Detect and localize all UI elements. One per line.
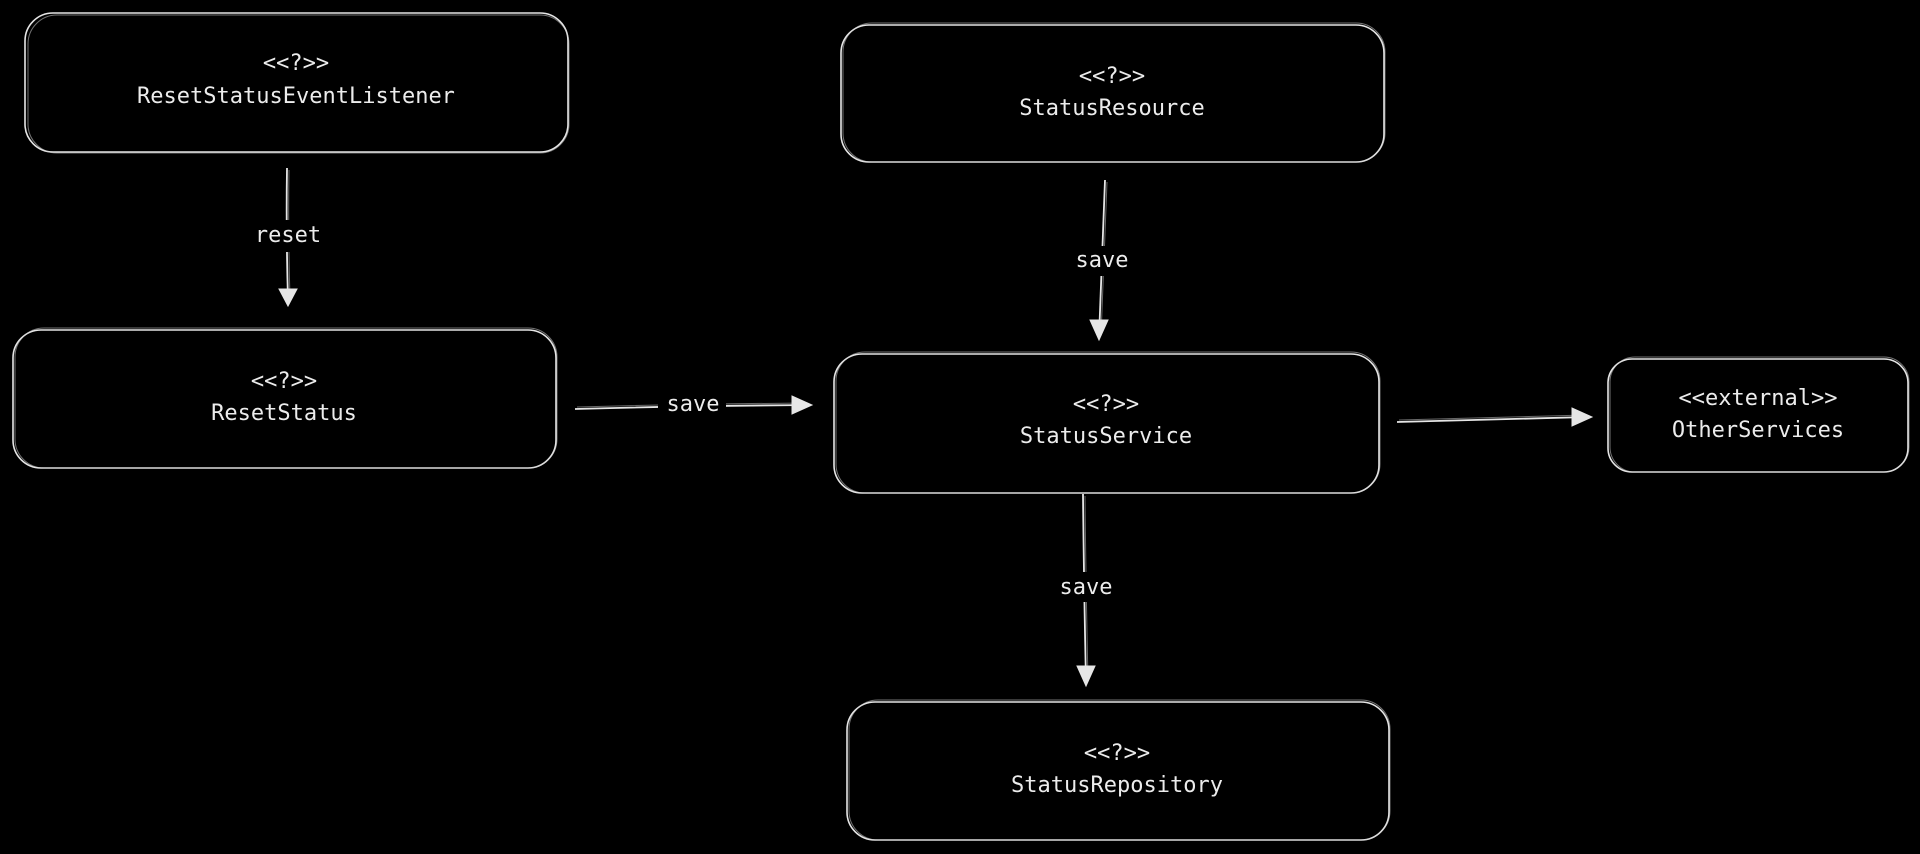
edge-listener-to-reset-status: reset — [248, 167, 328, 308]
node-title: StatusRepository — [1011, 773, 1223, 798]
node-title: StatusService — [1020, 424, 1192, 449]
arrowhead-down-icon — [1076, 665, 1096, 688]
arrowhead-down-icon — [278, 288, 298, 308]
node-reset-status[interactable]: <<?>> ResetStatus — [12, 327, 558, 469]
node-title: ResetStatusEventListener — [137, 84, 455, 109]
edge-status-service-to-repository: save — [1050, 493, 1122, 688]
edge-label-save-resource: save — [1076, 248, 1129, 273]
node-stereotype: <<?>> — [1079, 64, 1145, 89]
edge-reset-status-to-status-service: save — [574, 390, 814, 420]
arrowhead-down-icon — [1089, 319, 1109, 342]
node-status-resource[interactable]: <<?>> StatusResource — [840, 22, 1386, 163]
edge-resource-to-status-service: save — [1066, 179, 1138, 342]
node-stereotype: <<?>> — [1084, 741, 1150, 766]
node-status-repository[interactable]: <<?>> StatusRepository — [846, 699, 1391, 841]
arrowhead-right-icon — [791, 395, 814, 415]
edge-status-service-to-other-services — [1396, 407, 1594, 427]
arrowhead-right-icon — [1571, 407, 1594, 427]
node-other-services[interactable]: <<external>> OtherServices — [1607, 356, 1910, 473]
node-title: StatusResource — [1019, 96, 1204, 121]
node-stereotype: <<?>> — [251, 369, 317, 394]
node-reset-status-event-listener[interactable]: <<?>> ResetStatusEventListener — [24, 12, 570, 154]
node-stereotype: <<?>> — [1073, 392, 1139, 417]
node-title: OtherServices — [1672, 418, 1844, 443]
node-stereotype: <<?>> — [263, 51, 329, 76]
edge-label-reset: reset — [255, 223, 321, 248]
node-stereotype: <<external>> — [1679, 386, 1838, 411]
node-title: ResetStatus — [211, 401, 357, 426]
node-status-service[interactable]: <<?>> StatusService — [833, 351, 1381, 494]
edge-label-save-reset: save — [667, 392, 720, 417]
edge-label-save-repository: save — [1060, 575, 1113, 600]
